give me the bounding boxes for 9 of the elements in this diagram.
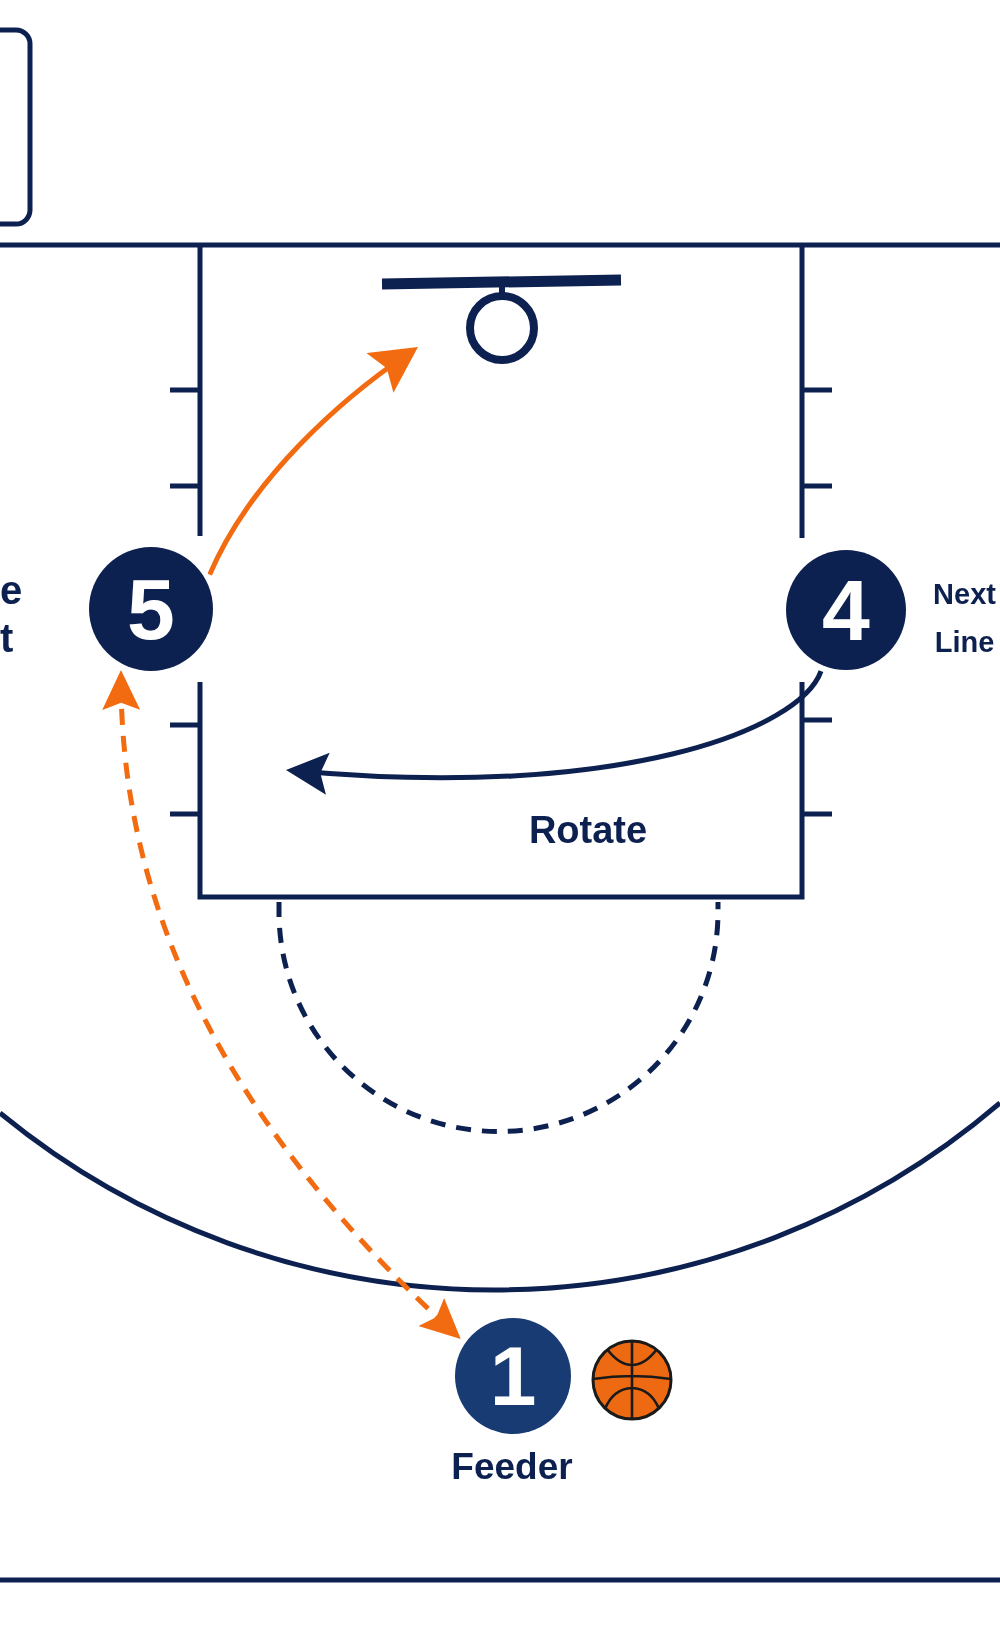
player-label: Feeder (451, 1445, 573, 1489)
curved-arrow (207, 346, 418, 576)
player-label: e t (0, 567, 24, 662)
player-number: 5 (127, 566, 175, 652)
player-number: 4 (822, 567, 870, 653)
dashed-arrow (103, 670, 461, 1340)
player-number: 1 (489, 1334, 537, 1418)
player-label: Next Line (932, 577, 997, 660)
curved-arrow (286, 669, 824, 795)
